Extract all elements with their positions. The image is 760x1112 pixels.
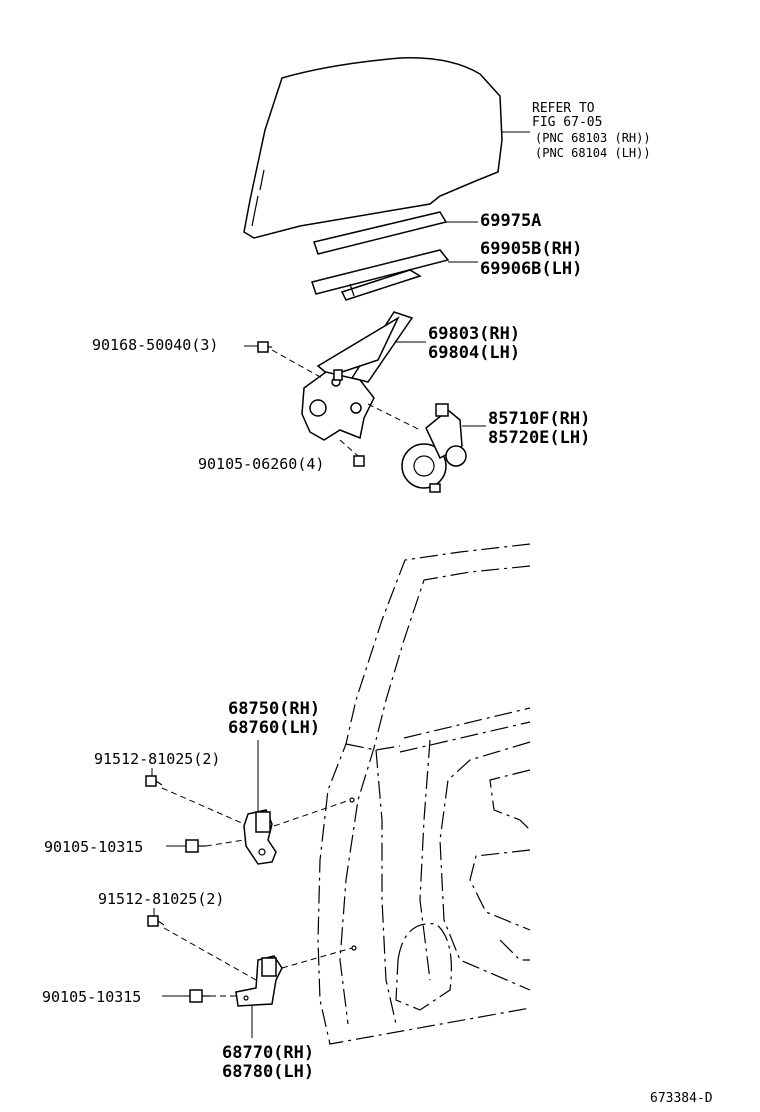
label-69804: 69804(LH) [428,343,520,363]
lower-door-hinge[interactable] [235,955,283,1007]
label-69905B: 69905B(RH) [480,239,582,259]
upper-bolt-dash [205,839,245,847]
label-68780: 68780(LH) [222,1062,314,1082]
lower-hinge-dash [281,947,353,969]
lower-hinge-bolt[interactable] [189,989,210,1003]
figure-id: 673384-D [650,1091,713,1106]
upper-hinge-screw[interactable] [145,775,163,787]
label-90168-50040: 90168-50040(3) [92,336,218,354]
door-shell [317,543,531,1045]
lower-hinge-hole [351,945,357,951]
lower-hinge-screw[interactable] [147,915,165,927]
motor-bolt[interactable] [353,455,365,467]
label-69803: 69803(RH) [428,324,520,344]
label-68770: 68770(RH) [222,1043,314,1063]
label-68760: 68760(LH) [228,718,320,738]
upper-hinge-dash [273,799,351,827]
upper-hinge-hole [349,797,355,803]
label-90105-10315-upper: 90105-10315 [44,838,143,856]
regulator-bolt-dash [271,349,323,379]
refer-note-line2: FIG 67-05 [532,115,602,130]
refer-note-line1: REFER TO [532,101,595,116]
label-90105-06260: 90105-06260(4) [198,455,324,473]
label-85710F: 85710F(RH) [488,409,590,429]
label-68750: 68750(RH) [228,699,320,719]
label-90105-10315-lower: 90105-10315 [42,988,141,1006]
motor-dash [367,403,421,431]
upper-door-hinge[interactable] [243,809,277,865]
door-glass[interactable] [243,57,503,239]
upper-screw-dash [161,787,245,825]
glass-run-channel[interactable] [311,249,450,301]
label-69906B: 69906B(LH) [480,259,582,279]
regulator-motor[interactable] [401,403,467,493]
refer-note-line3: (PNC 68103 (RH)) [535,131,651,145]
upper-hinge-bolt[interactable] [185,839,206,853]
regulator-bolt[interactable] [257,341,272,353]
lower-screw-dash [163,927,257,981]
label-91512-81025-lower: 91512-81025(2) [98,890,224,908]
motor-bolt-dash [339,439,359,457]
window-regulator[interactable] [301,311,414,441]
label-69975A: 69975A [480,211,541,231]
refer-note-line4: (PNC 68104 (LH)) [535,146,651,160]
label-85720E: 85720E(LH) [488,428,590,448]
label-91512-81025-upper: 91512-81025(2) [94,750,220,768]
